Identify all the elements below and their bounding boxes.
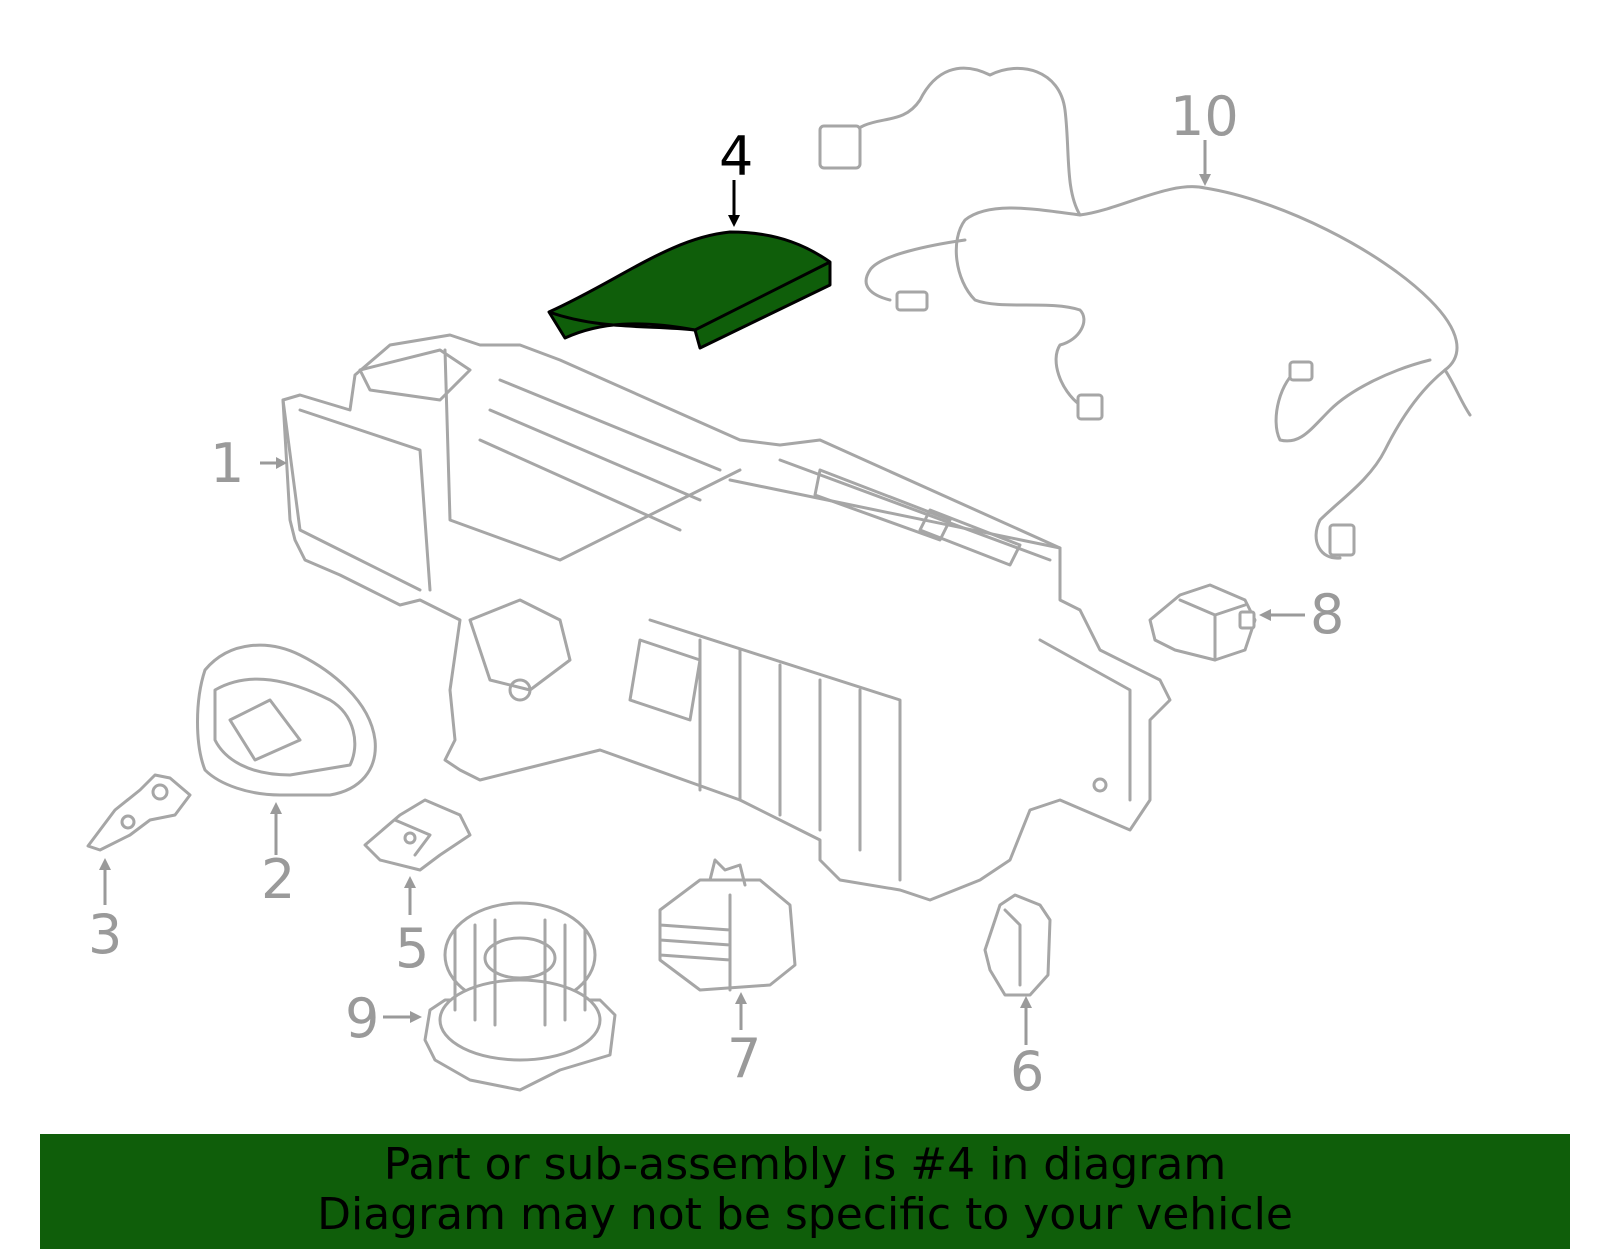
banner-line-1: Part or sub-assembly is #4 in diagram [383, 1139, 1227, 1190]
callout-10: 10 [1170, 85, 1239, 148]
callout-8: 8 [1310, 583, 1344, 646]
part-4-cover[interactable] [547, 230, 832, 350]
callout-1: 1 [210, 432, 244, 495]
info-banner: Part or sub-assembly is #4 in diagram Di… [40, 1134, 1570, 1249]
part-2-blower-cover[interactable] [196, 643, 377, 797]
part-7-module[interactable] [658, 858, 797, 992]
callout-5: 5 [395, 917, 429, 980]
part-6-actuator[interactable] [983, 893, 1052, 997]
part-9-blower-motor[interactable] [423, 901, 617, 1092]
part-3-sensor[interactable] [86, 773, 192, 852]
part-5-actuator[interactable] [363, 798, 472, 872]
part-10-wiring-harness[interactable] [818, 66, 1472, 560]
callout-3: 3 [88, 903, 122, 966]
parts-diagram: 1 2 3 4 5 6 7 8 9 10 [86, 66, 1472, 1103]
callout-7: 7 [727, 1027, 761, 1090]
banner-line-2: Diagram may not be specific to your vehi… [317, 1189, 1293, 1240]
callout-9: 9 [345, 987, 379, 1050]
callout-6: 6 [1010, 1040, 1044, 1103]
part-8-sensor[interactable] [1148, 583, 1257, 662]
part-1-hvac-housing[interactable] [281, 333, 1172, 902]
callout-4: 4 [719, 125, 753, 188]
callout-2: 2 [261, 848, 295, 911]
